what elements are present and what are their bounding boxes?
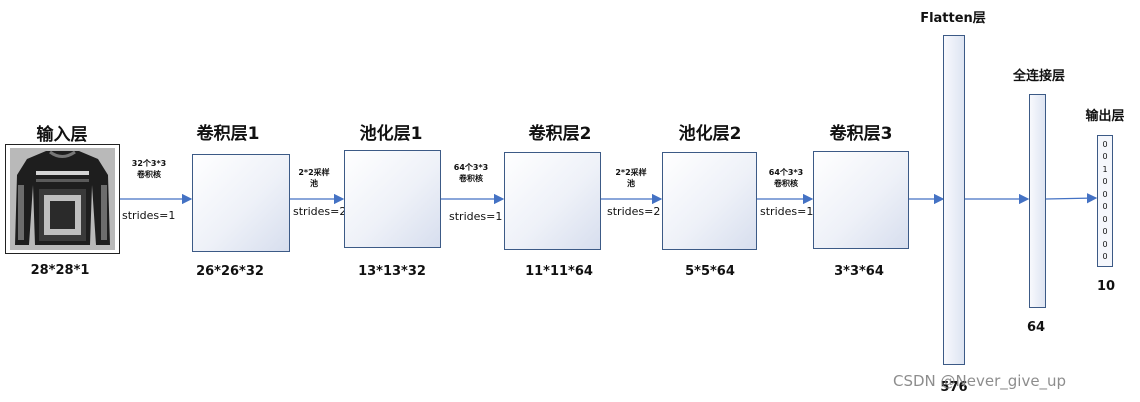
conv3-title: 卷积层3 xyxy=(829,124,893,144)
output-value: 0 xyxy=(1102,139,1108,149)
dense-title: 全连接层 xyxy=(1012,69,1066,84)
conv3-block xyxy=(813,151,909,249)
op2-label: 2*2采样 池 xyxy=(298,167,329,189)
sweater-image xyxy=(6,145,119,253)
flatten-bar xyxy=(943,35,965,365)
output-value: 0 xyxy=(1102,202,1108,212)
pool2-block xyxy=(662,152,757,250)
flatten-dim: 576 xyxy=(940,380,968,395)
op2-line1: 2*2采样 xyxy=(298,168,330,177)
pool1-dim: 13*13*32 xyxy=(358,264,426,279)
op4-stride: strides=2 xyxy=(607,205,661,218)
op3-stride: strides=1 xyxy=(449,210,503,223)
op5-line2: 卷积核 xyxy=(773,179,798,188)
conv2-title: 卷积层2 xyxy=(528,124,592,144)
output-value: 0 xyxy=(1102,227,1108,237)
output-value: 0 xyxy=(1102,239,1108,249)
conv1-dim: 26*26*32 xyxy=(196,264,264,279)
op1-line1: 32个3*3 xyxy=(131,159,167,168)
op4-line1: 2*2采样 xyxy=(615,168,647,177)
op5-stride: strides=1 xyxy=(760,205,814,218)
op5-line1: 64个3*3 xyxy=(768,168,804,177)
output-value: 0 xyxy=(1102,252,1108,262)
input-layer-dim: 28*28*1 xyxy=(30,263,90,278)
output-value: 0 xyxy=(1102,189,1108,199)
conv1-block xyxy=(192,154,290,252)
input-layer-title: 输入层 xyxy=(36,125,88,145)
input-image xyxy=(5,144,120,254)
arrow-dense-output xyxy=(1045,192,1098,204)
op2-line2: 池 xyxy=(309,179,318,188)
conv3-dim: 3*3*64 xyxy=(834,264,884,279)
op3-label: 64个3*3 卷积核 xyxy=(454,162,488,184)
output-value: 0 xyxy=(1102,214,1108,224)
watermark: CSDN @Never_give_up xyxy=(893,372,1067,390)
pool2-dim: 5*5*64 xyxy=(685,264,735,279)
output-title: 输出层 xyxy=(1085,109,1125,124)
conv1-title: 卷积层1 xyxy=(196,124,260,144)
output-value: 0 xyxy=(1102,177,1108,187)
dense-dim: 64 xyxy=(1026,320,1046,335)
output-vector: 0 0 1 0 0 0 0 0 0 0 xyxy=(1097,135,1113,267)
output-value: 1 xyxy=(1102,164,1108,174)
op1-line2: 卷积核 xyxy=(136,170,161,179)
pool2-title: 池化层2 xyxy=(678,124,742,144)
op4-line2: 池 xyxy=(626,179,635,188)
output-value: 0 xyxy=(1102,152,1108,162)
op3-line1: 64个3*3 xyxy=(453,163,489,172)
output-dim: 10 xyxy=(1096,279,1116,294)
op2-stride: strides=2 xyxy=(293,205,347,218)
dense-bar xyxy=(1029,94,1046,308)
op4-label: 2*2采样 池 xyxy=(615,167,646,189)
op3-line2: 卷积核 xyxy=(458,174,483,183)
pool1-title: 池化层1 xyxy=(359,124,423,144)
op5-label: 64个3*3 卷积核 xyxy=(769,167,803,189)
conv2-dim: 11*11*64 xyxy=(525,264,593,279)
conv2-block xyxy=(504,152,601,250)
pool1-block xyxy=(344,150,441,248)
flatten-title: Flatten层 xyxy=(920,11,986,26)
op1-stride: strides=1 xyxy=(122,209,176,222)
op1-label: 32个3*3 卷积核 xyxy=(132,158,166,180)
